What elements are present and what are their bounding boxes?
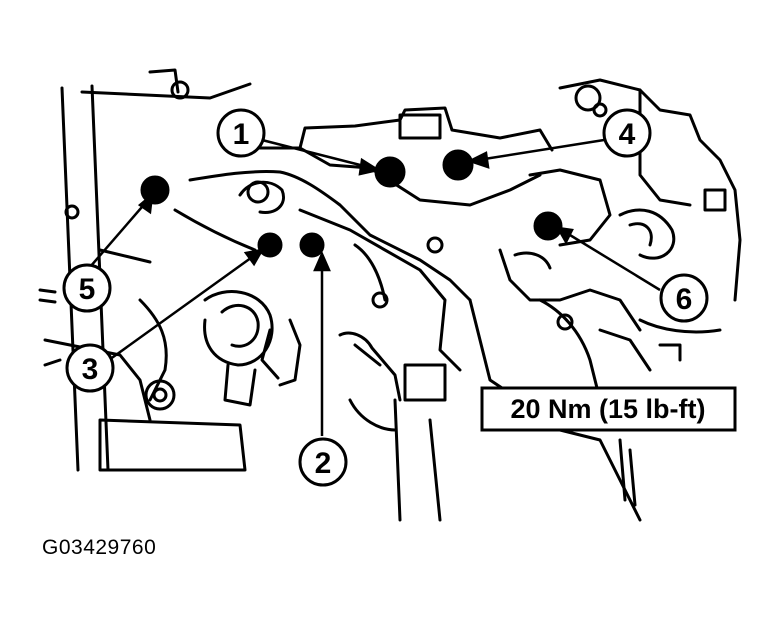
- callout-1-label: 1: [233, 118, 250, 151]
- callout-4: 4: [602, 108, 652, 158]
- callout-2: 2: [298, 437, 348, 487]
- torque-spec-label: 20 Nm (15 lb-ft): [510, 394, 705, 424]
- torque-spec-box: 20 Nm (15 lb-ft): [480, 386, 737, 432]
- callout-1: 1: [216, 108, 266, 158]
- bolt-1a: [374, 156, 406, 188]
- callout-2-label: 2: [315, 447, 332, 480]
- callout-3: 3: [65, 343, 115, 393]
- bolt-3: [257, 232, 283, 258]
- callout-4-label: 4: [619, 118, 636, 151]
- callout-5-label: 5: [79, 273, 96, 306]
- bolt-2: [299, 232, 325, 258]
- engine-line-art: [38, 68, 742, 522]
- callout-5: 5: [62, 263, 112, 313]
- callout-6: 6: [659, 273, 709, 323]
- callout-3-label: 3: [82, 353, 99, 386]
- bolt-6: [533, 211, 563, 241]
- leader-lines: [89, 138, 661, 436]
- figure-id: G03429760: [42, 536, 157, 559]
- bolt-1b: [442, 149, 474, 181]
- callout-6-label: 6: [676, 283, 693, 316]
- bolts: [140, 149, 563, 258]
